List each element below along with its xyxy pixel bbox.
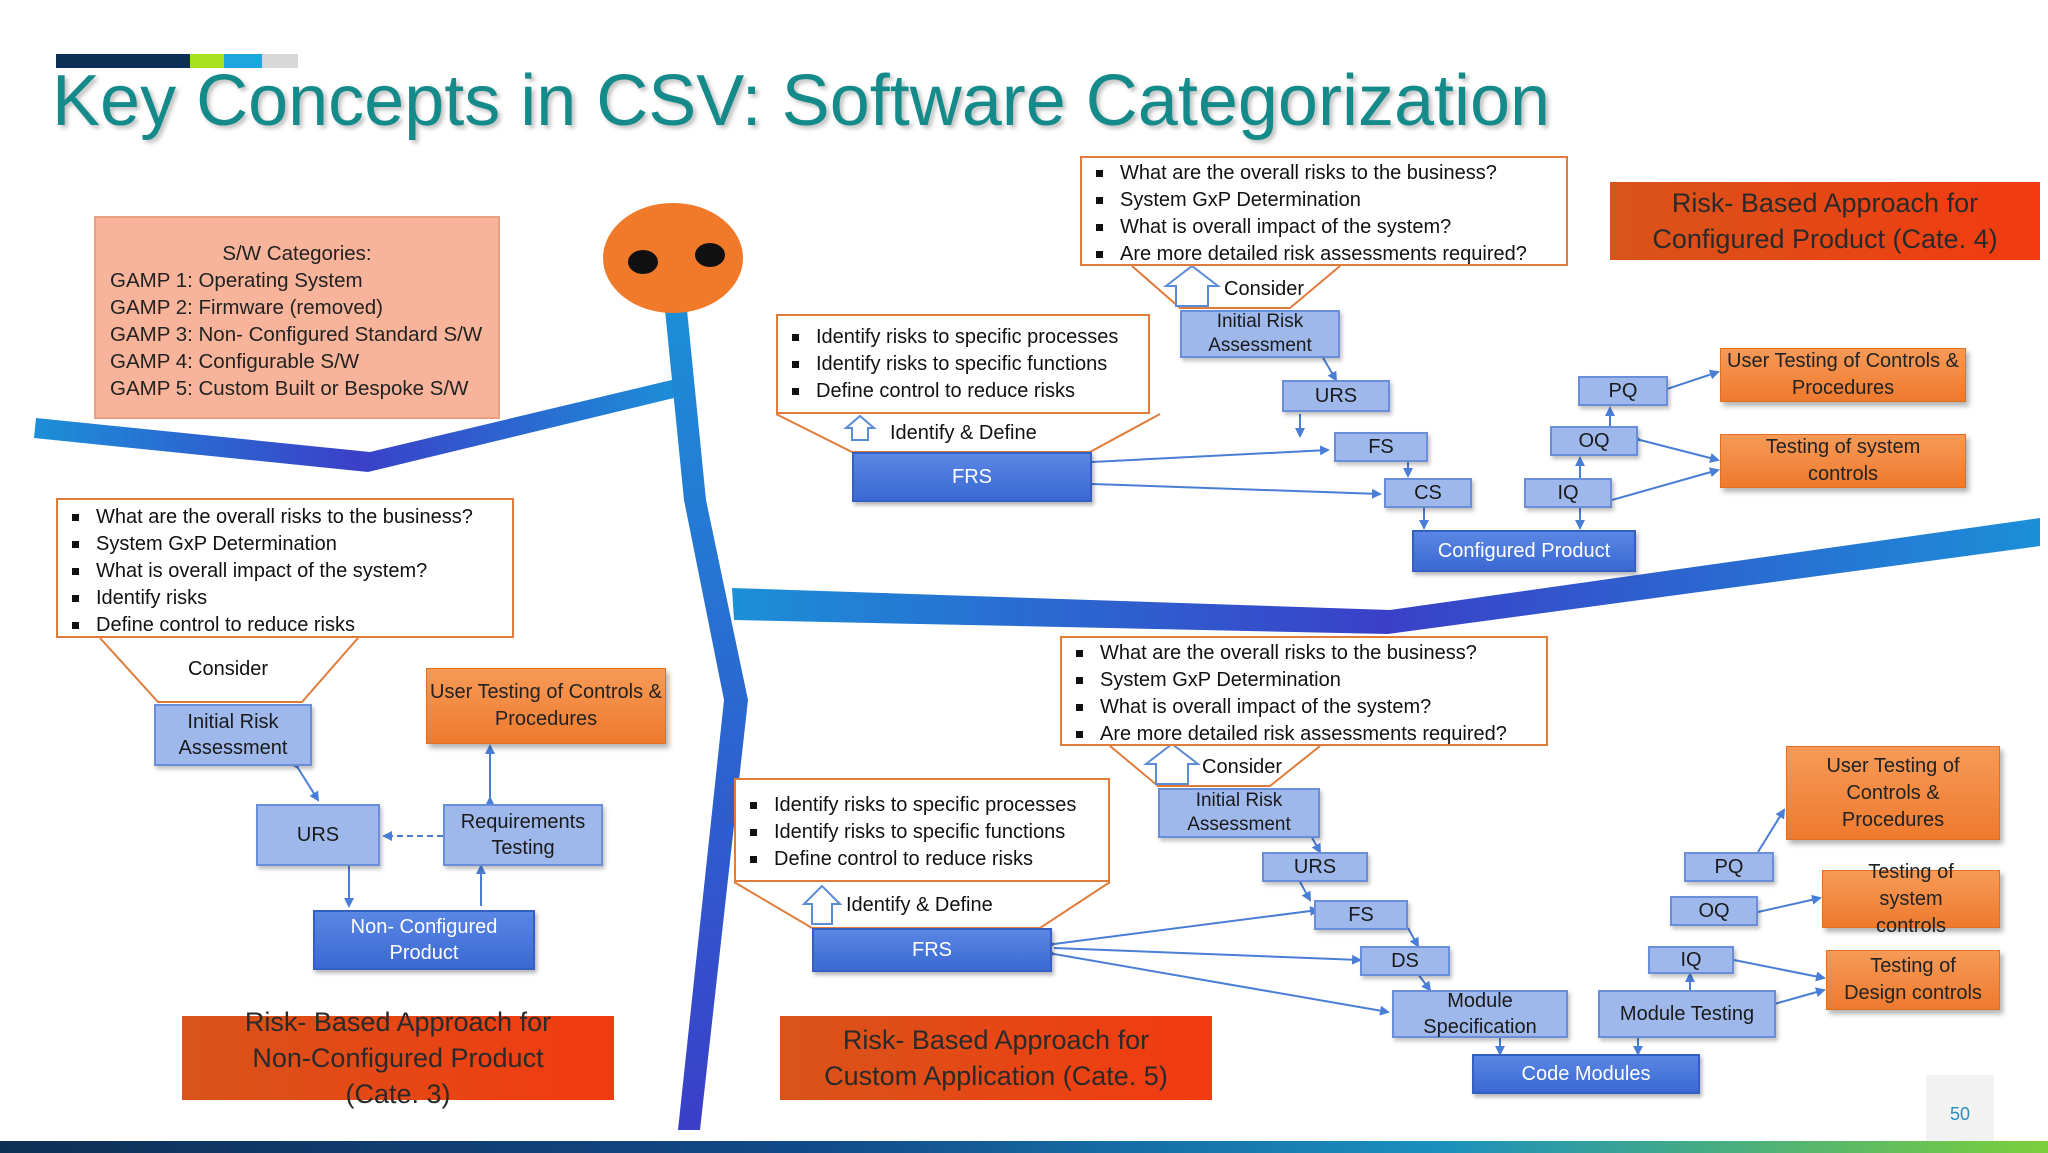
- cat4-up-arrow-1: [1163, 264, 1221, 307]
- cat5-label: Risk- Based Approach for Custom Applicat…: [780, 1016, 1212, 1100]
- cat3-risk-questions: What are the overall risks to the busine…: [56, 498, 514, 638]
- bullet-item: What are the overall risks to the busine…: [1082, 160, 1566, 187]
- bullet-item: System GxP Determination: [1082, 187, 1566, 214]
- cat4-iq-box: IQ: [1524, 478, 1612, 508]
- cat4-frs-box: FRS: [852, 452, 1092, 502]
- cat5-risk-questions: What are the overall risks to the busine…: [1060, 636, 1548, 746]
- accent-bar-grey: [262, 54, 298, 68]
- cat5-up-arrow-1: [1143, 742, 1201, 785]
- cat5-system-testing-box: Testing of system controls: [1822, 861, 2000, 937]
- cat5-urs-box: URS: [1262, 852, 1368, 882]
- bullet-item: What are the overall risks to the busine…: [58, 504, 512, 531]
- bullet-item: Are more detailed risk assessments requi…: [1062, 721, 1546, 748]
- gamp-item: GAMP 5: Custom Built or Bespoke S/W: [110, 377, 469, 400]
- cat5-fs-box: FS: [1314, 900, 1408, 930]
- accent-bar-navy: [56, 54, 190, 68]
- cat4-consider-label: Consider: [1224, 278, 1305, 300]
- left-arm: [34, 378, 682, 472]
- bullet-item: Define control to reduce risks: [778, 378, 1148, 405]
- cat4-fs-box: FS: [1334, 432, 1428, 462]
- bullet-item: Identify risks to specific functions: [736, 819, 1108, 846]
- page-number: 50: [1926, 1075, 1994, 1153]
- bullet-item: Identify risks to specific processes: [736, 792, 1108, 819]
- bullet-item: Define control to reduce risks: [736, 846, 1108, 873]
- gamp-item: GAMP 3: Non- Configured Standard S/W: [110, 323, 483, 346]
- cat5-initial-risk-box: Initial Risk Assessment: [1158, 788, 1320, 838]
- cat5-design-testing-box: Testing of Design controls: [1826, 950, 2000, 1010]
- cat3-callout-funnel: [99, 637, 359, 703]
- head: [603, 203, 743, 313]
- cat3-requirements-testing-box: Requirements Testing: [443, 804, 603, 866]
- cat5-identify-define-label: Identify & Define: [846, 894, 993, 916]
- cat5-frs-box: FRS: [812, 928, 1052, 972]
- cat5-pq-box: PQ: [1684, 852, 1774, 882]
- right-eye: [695, 243, 725, 267]
- bullet-item: Identify risks to specific processes: [778, 324, 1148, 351]
- cat5-up-arrow-2: [801, 884, 843, 925]
- accent-bar-blue: [224, 54, 262, 68]
- spine: [664, 300, 748, 1130]
- cat4-initial-risk-box: Initial Risk Assessment: [1180, 310, 1340, 358]
- cat3-user-testing-box: User Testing of Controls & Procedures: [426, 668, 666, 744]
- cat4-up-arrow-2: [843, 414, 877, 441]
- right-arm: [732, 518, 2040, 634]
- cat4-user-testing-box: User Testing of Controls & Procedures: [1720, 348, 1966, 402]
- accent-bar-green: [190, 54, 224, 68]
- cat5-ds-box: DS: [1360, 946, 1450, 976]
- cat5-oq-box: OQ: [1670, 896, 1758, 926]
- cat4-urs-box: URS: [1282, 380, 1390, 412]
- cat5-consider-label: Consider: [1202, 756, 1283, 778]
- left-eye: [628, 250, 658, 274]
- cat3-initial-risk-box: Initial Risk Assessment: [154, 704, 312, 766]
- slide-title: Key Concepts in CSV: Software Categoriza…: [52, 61, 1551, 141]
- gamp-item: GAMP 1: Operating System: [110, 269, 363, 292]
- cat3-product-box: Non- Configured Product: [313, 910, 535, 970]
- bullet-item: System GxP Determination: [58, 531, 512, 558]
- cat4-risk-funnel: [1131, 265, 1341, 309]
- cat5-identify-box: Identify risks to specific processes Ide…: [734, 778, 1110, 882]
- cat4-identify-define-label: Identify & Define: [890, 422, 1037, 444]
- cat4-oq-box: OQ: [1550, 426, 1638, 456]
- cat4-identify-box: Identify risks to specific processes Ide…: [776, 314, 1150, 414]
- bullet-item: What are the overall risks to the busine…: [1062, 640, 1546, 667]
- cat3-label: Risk- Based Approach for Non-Configured …: [182, 1007, 614, 1109]
- bullet-item: What is overall impact of the system?: [58, 558, 512, 585]
- cat4-system-testing-box: Testing of system controls: [1720, 434, 1966, 488]
- cat5-module-testing-box: Module Testing: [1598, 990, 1776, 1038]
- sw-categories-box: S/W Categories: GAMP 1: Operating System…: [94, 216, 500, 419]
- gamp-item: GAMP 2: Firmware (removed): [110, 296, 384, 319]
- bullet-item: Define control to reduce risks: [58, 612, 512, 639]
- cat4-pq-box: PQ: [1578, 376, 1668, 406]
- bullet-item: Identify risks to specific functions: [778, 351, 1148, 378]
- cat5-iq-box: IQ: [1648, 946, 1734, 974]
- bullet-item: Identify risks: [58, 585, 512, 612]
- cat5-code-modules-box: Code Modules: [1472, 1054, 1700, 1094]
- cat5-module-spec-box: Module Specification: [1392, 990, 1568, 1038]
- cat4-cs-box: CS: [1384, 478, 1472, 508]
- bottom-gradient-bar: [0, 1141, 2048, 1153]
- cat3-consider-label: Consider: [188, 658, 269, 680]
- bullet-item: What is overall impact of the system?: [1062, 694, 1546, 721]
- cat3-urs-box: URS: [256, 804, 380, 866]
- cat5-risk-funnel: [1109, 745, 1321, 787]
- bullet-item: What is overall impact of the system?: [1082, 214, 1566, 241]
- cat4-risk-questions: What are the overall risks to the busine…: [1080, 156, 1568, 266]
- cat4-configured-product-box: Configured Product: [1412, 530, 1636, 572]
- gamp-item: GAMP 4: Configurable S/W: [110, 350, 360, 373]
- bullet-item: System GxP Determination: [1062, 667, 1546, 694]
- sw-categories-heading: S/W Categories:: [222, 242, 372, 265]
- cat5-user-testing-box: User Testing of Controls & Procedures: [1786, 746, 2000, 840]
- cat4-label: Risk- Based Approach for Configured Prod…: [1610, 182, 2040, 260]
- bullet-item: Are more detailed risk assessments requi…: [1082, 241, 1566, 268]
